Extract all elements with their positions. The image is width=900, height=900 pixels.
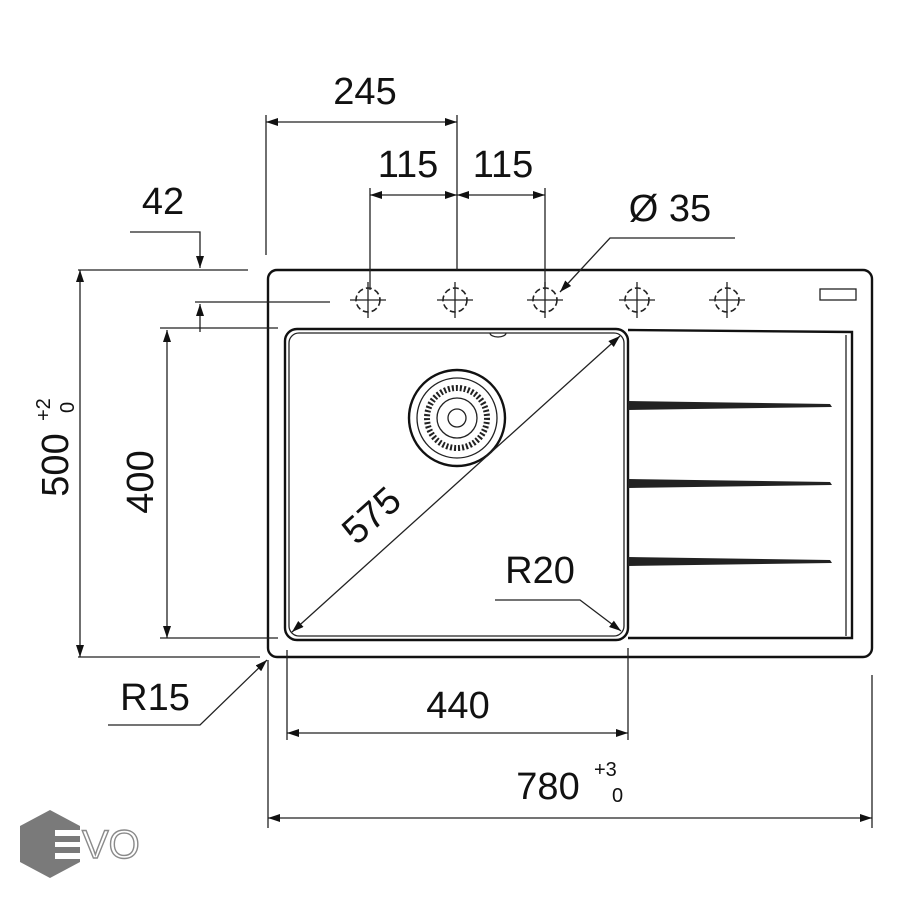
tap-hole-icon (709, 282, 745, 318)
dim-line-575 (291, 335, 621, 633)
drainer (627, 328, 854, 640)
drainer-rib (628, 479, 832, 488)
dim-tap-span: 245 (333, 71, 396, 113)
tap-hole-icon (350, 282, 386, 318)
sink-outline (266, 268, 874, 659)
dim-bowl-depth: 400 (120, 450, 162, 513)
dim-overall-depth-tol-lower: 0 (57, 402, 79, 413)
dim-overall-depth-tol-upper: +2 (33, 398, 55, 421)
dim-overall-depth: 500 (35, 433, 77, 496)
dim-hole-diameter: Ø 35 (629, 188, 711, 230)
tap-hole-icon (437, 282, 473, 318)
dim-leader-diameter (559, 237, 735, 293)
dim-overall-width-tol-lower: 0 (612, 785, 623, 807)
tap-hole-icon (619, 282, 655, 318)
dim-line-42-top (130, 231, 204, 268)
dim-overall-width: 780 (516, 766, 579, 808)
dim-hole-spacing-right: 115 (473, 144, 534, 186)
drainer-rib (628, 557, 832, 566)
drain-strainer-icon (407, 332, 507, 468)
evo-logo: VO (20, 810, 140, 878)
dim-overall-width-tol-upper: +3 (594, 759, 617, 781)
drainer-rib (628, 401, 832, 410)
dim-bowl-diagonal: 575 (334, 479, 409, 553)
dim-leader-r15 (108, 659, 268, 726)
dim-bowl-width: 440 (426, 685, 489, 727)
logo-text: VO (82, 823, 140, 867)
dim-outer-radius: R15 (120, 677, 190, 719)
tap-holes (350, 282, 745, 318)
dim-bowl-radius: R20 (505, 550, 575, 592)
dim-ledge: 42 (142, 181, 184, 223)
dim-leader-r20 (495, 599, 622, 632)
dim-hole-spacing-left: 115 (378, 144, 439, 186)
